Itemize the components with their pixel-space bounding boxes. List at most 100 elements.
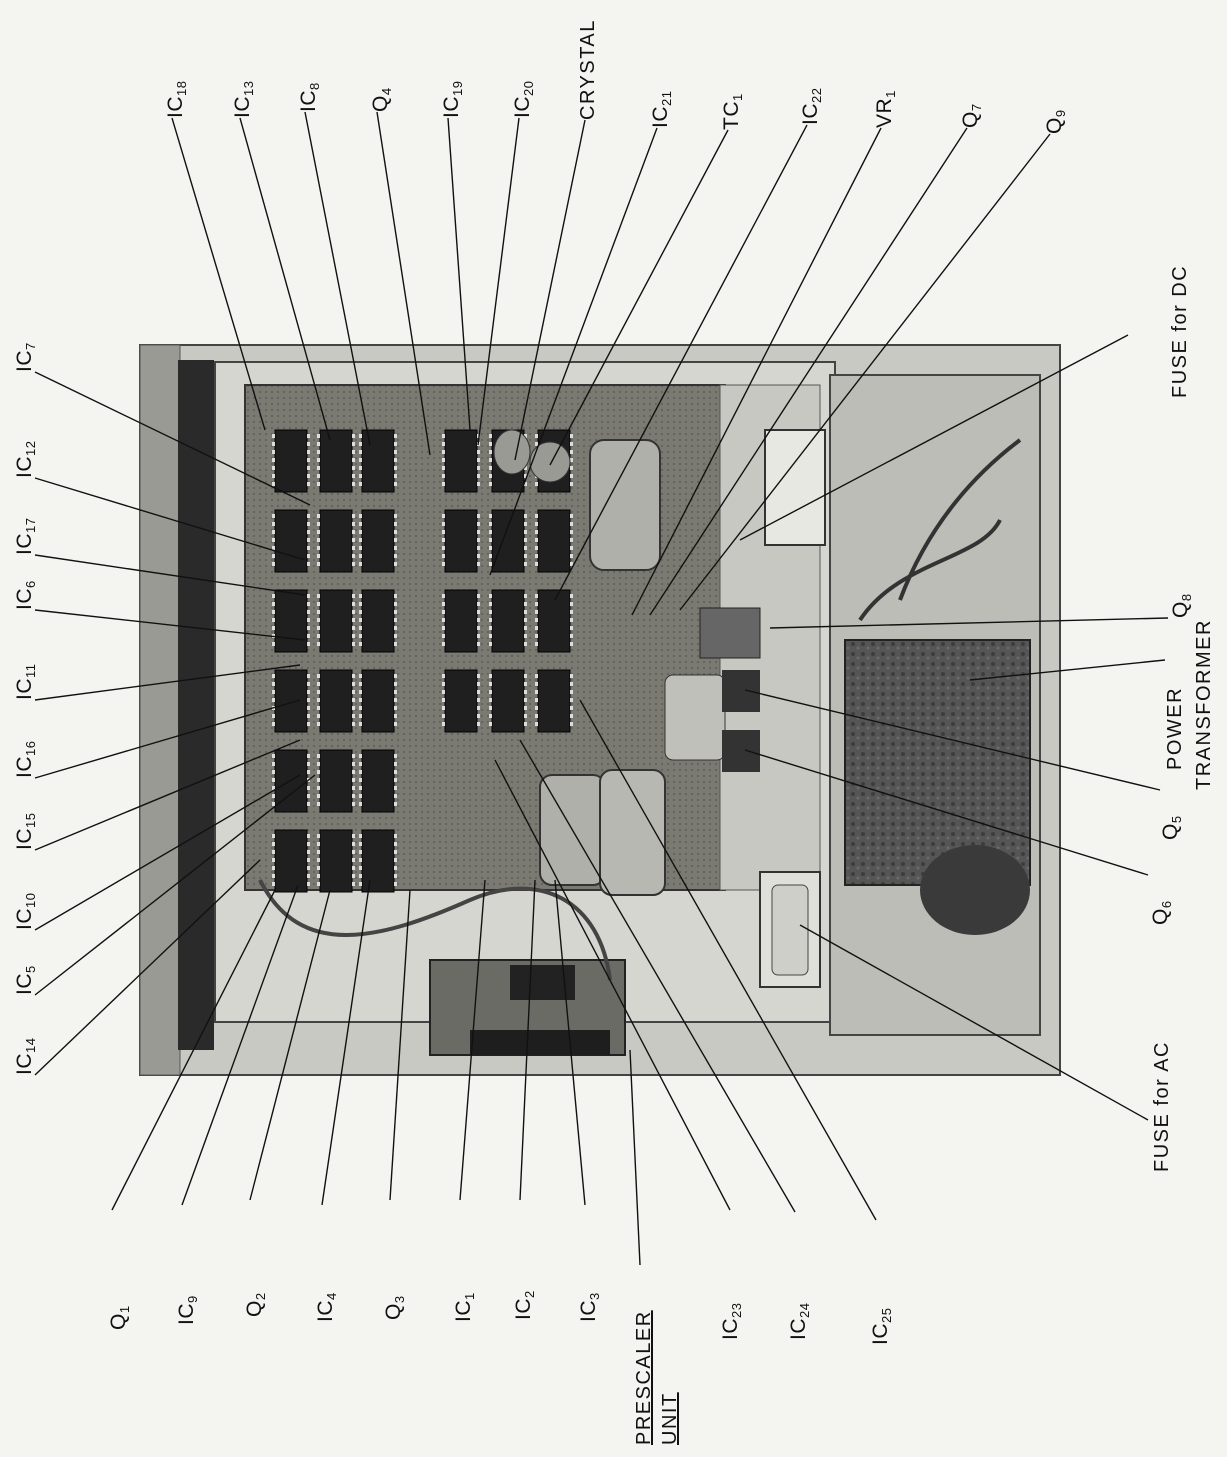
- leader-line: [631, 127, 882, 616]
- ic-pin: [535, 722, 538, 726]
- ic-pin: [307, 602, 310, 606]
- ic-pin: [307, 482, 310, 486]
- ic-pin: [317, 466, 320, 470]
- ic-pin: [442, 450, 445, 454]
- ic-pin: [570, 714, 573, 718]
- ic-pin: [570, 682, 573, 686]
- ic-pin: [272, 874, 275, 878]
- ic-pin: [489, 466, 492, 470]
- ic-pin: [317, 850, 320, 854]
- ic-pin: [394, 882, 397, 886]
- ic-pin: [352, 674, 355, 678]
- ic-pin: [317, 690, 320, 694]
- ic-pin: [477, 546, 480, 550]
- ic-pin: [317, 874, 320, 878]
- ic-pin: [317, 786, 320, 790]
- ic-pin: [524, 714, 527, 718]
- ic-pin: [307, 594, 310, 598]
- ic-pin: [442, 522, 445, 526]
- ic-chip: [361, 589, 395, 653]
- ic-pin: [359, 642, 362, 646]
- ic-chip: [319, 509, 353, 573]
- ic-pin: [352, 834, 355, 838]
- ic-pin: [442, 690, 445, 694]
- ic-pin: [359, 626, 362, 630]
- ic-pin: [394, 602, 397, 606]
- ic-pin: [570, 706, 573, 710]
- ic-pin: [524, 626, 527, 630]
- ic-pin: [477, 690, 480, 694]
- ic-pin: [352, 682, 355, 686]
- ic-pin: [272, 562, 275, 566]
- leader-line: [554, 124, 808, 601]
- ic-pin: [272, 538, 275, 542]
- ic-chip: [444, 589, 478, 653]
- label-ic7: IC7: [13, 342, 38, 372]
- ic-pin: [535, 482, 538, 486]
- leader-line: [34, 859, 261, 1076]
- ic-pin: [394, 618, 397, 622]
- ic-pin: [535, 642, 538, 646]
- ic-pin: [307, 522, 310, 526]
- ic-pin: [570, 562, 573, 566]
- ic-pin: [272, 674, 275, 678]
- ic-pin: [307, 722, 310, 726]
- ic-pin: [307, 874, 310, 878]
- ic-pin: [272, 714, 275, 718]
- ic-pin: [352, 722, 355, 726]
- ic-pin: [272, 626, 275, 630]
- leader-line: [549, 129, 729, 466]
- label-vr1: VR1: [873, 90, 898, 128]
- ic-pin: [442, 514, 445, 518]
- label-ic18: IC18: [164, 80, 189, 118]
- ic-pin: [307, 698, 310, 702]
- ic-pin: [359, 770, 362, 774]
- ic-pin: [272, 722, 275, 726]
- ic-pin: [570, 482, 573, 486]
- ic-pin: [272, 554, 275, 558]
- ic-pin: [352, 754, 355, 758]
- ic-pin: [352, 794, 355, 798]
- ic-pin: [307, 634, 310, 638]
- ic-pin: [307, 834, 310, 838]
- ic-pin: [394, 514, 397, 518]
- ic-pin: [394, 874, 397, 878]
- ic-pin: [359, 594, 362, 598]
- ic-pin: [570, 690, 573, 694]
- ic-pin: [570, 554, 573, 558]
- ic-pin: [317, 754, 320, 758]
- label-prescaler: PRESCALER: [633, 1310, 655, 1445]
- ic-pin: [272, 642, 275, 646]
- ic-pin: [307, 442, 310, 446]
- ic-pin: [442, 618, 445, 622]
- label-q7: Q7: [959, 103, 984, 128]
- ic-pin: [394, 594, 397, 598]
- ic-pin: [352, 458, 355, 462]
- ic-chip: [361, 749, 395, 813]
- ic-pin: [394, 714, 397, 718]
- ic-pin: [535, 634, 538, 638]
- ic-pin: [394, 554, 397, 558]
- ic-pin: [317, 442, 320, 446]
- leader-line: [744, 749, 1149, 876]
- ic-pin: [442, 474, 445, 478]
- ic-pin: [524, 562, 527, 566]
- ic-pin: [272, 698, 275, 702]
- label-power: POWER: [1164, 686, 1186, 770]
- ic-pin: [272, 682, 275, 686]
- ic-pin: [524, 674, 527, 678]
- ic-pin: [352, 634, 355, 638]
- ic-pin: [352, 770, 355, 774]
- ic-pin: [394, 626, 397, 630]
- ic-pin: [352, 442, 355, 446]
- ic-pin: [352, 714, 355, 718]
- ic-pin: [570, 466, 573, 470]
- ic-pin: [394, 722, 397, 726]
- ic-pin: [394, 706, 397, 710]
- ic-pin: [489, 642, 492, 646]
- ic-pin: [307, 474, 310, 478]
- ic-pin: [352, 874, 355, 878]
- ic-pin: [535, 626, 538, 630]
- ic-pin: [307, 754, 310, 758]
